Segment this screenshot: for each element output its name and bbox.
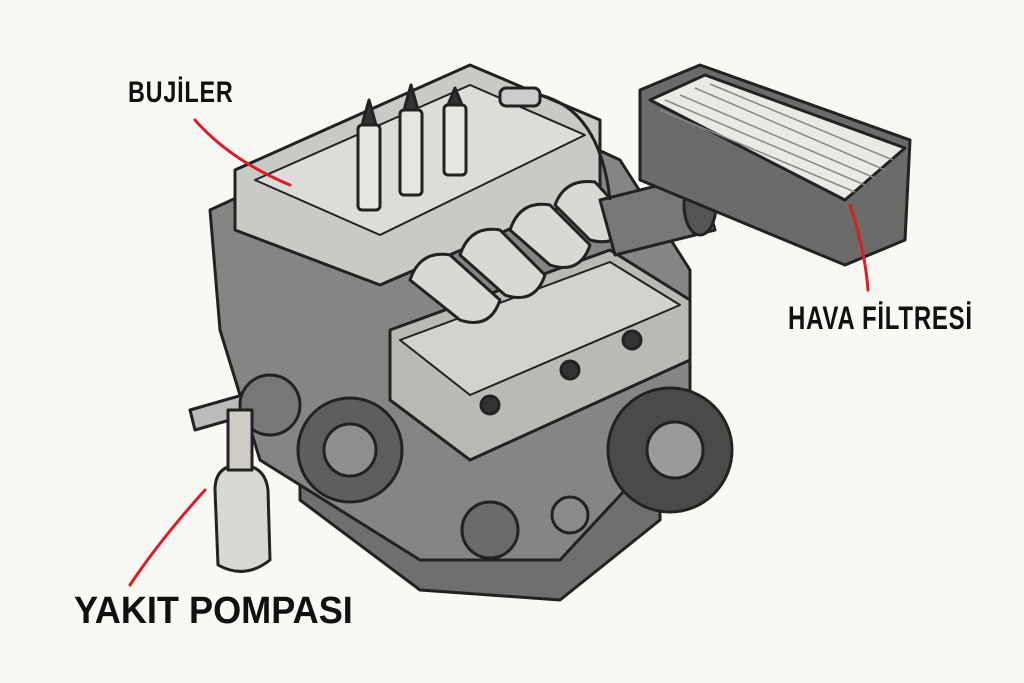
fuel-pump (213, 463, 272, 573)
label-fuel-pump: YAKIT POMPASI (74, 590, 353, 632)
label-spark-plugs: BUJİLER (128, 76, 234, 109)
spark-plugs (356, 83, 468, 212)
label-air-filter: HAVA FİLTRESİ (788, 300, 973, 336)
pointer-air-filter (848, 203, 870, 292)
pointer-fuel-pump (128, 488, 207, 587)
pointer-spark-plugs (193, 118, 292, 187)
